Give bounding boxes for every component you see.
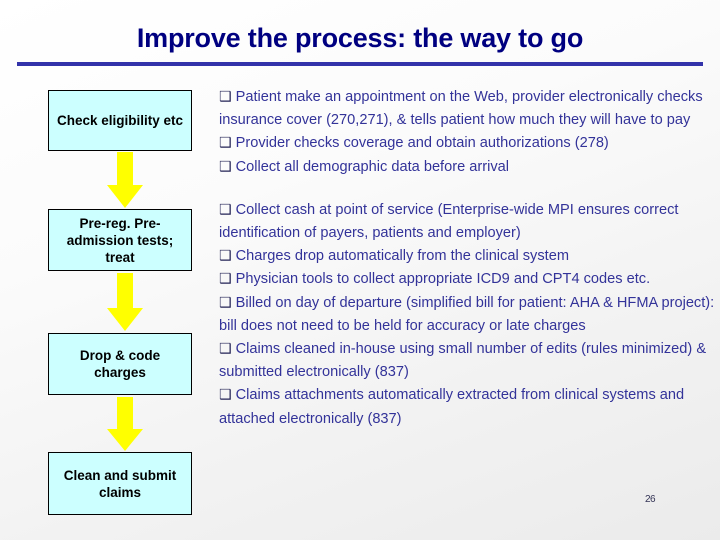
square-bullet-icon: ❑ <box>219 294 232 311</box>
bullet-item: ❑ Collect all demographic data before ar… <box>219 156 716 179</box>
square-bullet-icon: ❑ <box>219 271 232 288</box>
square-bullet-icon: ❑ <box>219 158 232 175</box>
bullet-item: ❑ Billed on day of departure (simplified… <box>219 292 716 338</box>
square-bullet-icon: ❑ <box>219 89 232 105</box>
bullet-content-column: ❑ Patient make an appointment on the Web… <box>219 86 716 431</box>
bullet-item: ❑ Physician tools to collect appropriate… <box>219 268 716 291</box>
down-arrow-icon-2 <box>106 273 144 331</box>
bullet-text: Claims cleaned in-house using small numb… <box>219 341 707 381</box>
down-arrow-icon-3 <box>106 397 144 451</box>
square-bullet-icon: ❑ <box>219 201 232 218</box>
bullet-text: Billed on day of departure (simplified b… <box>219 294 715 334</box>
page-title: Improve the process: the way to go <box>136 23 584 53</box>
bullet-group-eligibility: ❑ Patient make an appointment on the Web… <box>219 86 716 179</box>
flow-box-check-eligibility: Check eligibility etc <box>48 90 192 151</box>
flow-box-drop-code-charges: Drop & code charges <box>48 333 192 395</box>
down-arrow-icon-1 <box>106 152 144 208</box>
bullet-group-service: ❑ Collect cash at point of service (Ente… <box>219 199 716 431</box>
bullet-text: Provider checks coverage and obtain auth… <box>235 135 609 152</box>
square-bullet-icon: ❑ <box>219 341 232 358</box>
flow-box-clean-submit-claims: Clean and submit claims <box>48 452 192 515</box>
bullet-text: Physician tools to collect appropriate I… <box>235 271 651 288</box>
square-bullet-icon: ❑ <box>219 387 232 404</box>
page-number: 26 <box>645 494 656 505</box>
bullet-text: Collect cash at point of service (Enterp… <box>219 201 679 242</box>
title-underline-rule <box>17 62 703 66</box>
bullet-item: ❑ Charges drop automatically from the cl… <box>219 245 716 268</box>
flow-box-pre-registration: Pre-reg. Pre-admission tests; treat <box>48 209 192 271</box>
bullet-text: Claims attachments automatically extract… <box>219 387 685 427</box>
bullet-text: Patient make an appointment on the Web, … <box>219 89 703 129</box>
bullet-item: ❑ Collect cash at point of service (Ente… <box>219 199 716 245</box>
flow-box-label: Check eligibility etc <box>56 113 184 128</box>
title-area: Improve the process: the way to go <box>0 22 720 70</box>
bullet-item: ❑ Patient make an appointment on the Web… <box>219 86 716 132</box>
bullet-text: Charges drop automatically from the clin… <box>235 248 569 265</box>
flow-box-label: Drop & code charges <box>79 348 161 380</box>
bullet-text: Collect all demographic data before arri… <box>235 158 509 175</box>
flow-box-label: Clean and submit claims <box>63 467 177 500</box>
flow-box-label: Pre-reg. Pre-admission tests; treat <box>66 215 174 265</box>
square-bullet-icon: ❑ <box>219 135 232 152</box>
square-bullet-icon: ❑ <box>219 248 232 265</box>
bullet-item: ❑ Claims attachments automatically extra… <box>219 384 716 430</box>
bullet-item: ❑ Provider checks coverage and obtain au… <box>219 132 716 155</box>
bullet-item: ❑ Claims cleaned in-house using small nu… <box>219 338 716 384</box>
